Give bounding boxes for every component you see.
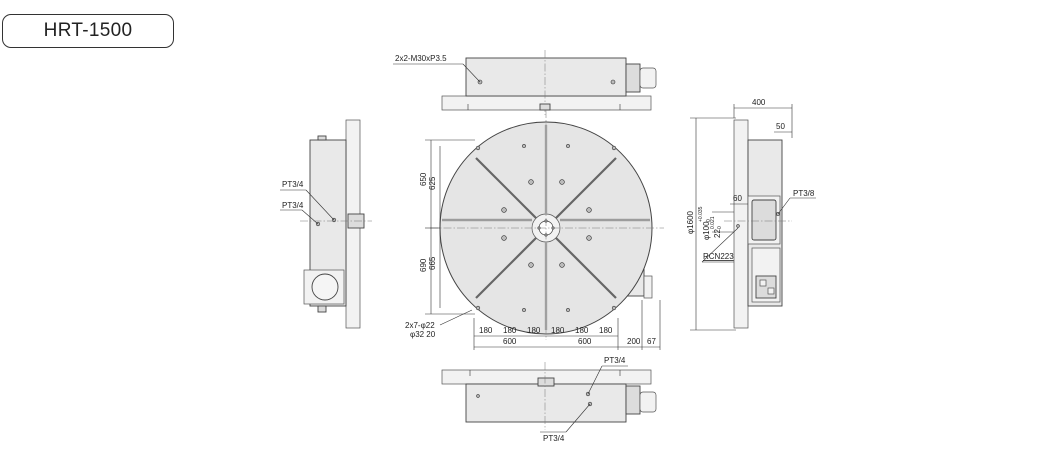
front-view: 650 625 690 665 180 180 180 180 180 180 … (405, 110, 664, 350)
dim-600-left: 600 (503, 337, 517, 346)
dim-650: 650 (419, 172, 428, 186)
right-port-label: PT3/8 (793, 189, 815, 198)
dim-key: 22 (713, 229, 722, 238)
dim-key-tol-low: 0 (717, 226, 723, 229)
model-title-badge: HRT-1500 (2, 14, 174, 48)
dim-600-right: 600 (578, 337, 592, 346)
left-port-lower-label: PT3/4 (282, 201, 304, 210)
svg-text:180: 180 (575, 326, 589, 335)
connector-label: RCN223 (703, 252, 734, 261)
dim-bore: φ100 (702, 221, 711, 240)
left-port-upper-label: PT3/4 (282, 180, 304, 189)
dim-400: 400 (752, 98, 766, 107)
right-side-dims: 400 50 60 φ1600 φ100 +0.035 0 22 0.021 0 (686, 98, 793, 331)
dim-key-tol: 0.021 (710, 216, 716, 229)
svg-text:180: 180 (527, 326, 541, 335)
left-side-view: PT3/4 PT3/4 (280, 119, 372, 329)
bottom-view: PT3/4 PT3/4 (441, 356, 657, 443)
top-view: 2x2-M30xP3.5 (393, 50, 657, 115)
svg-text:180: 180 (479, 326, 493, 335)
dim-625: 625 (428, 176, 437, 190)
model-title: HRT-1500 (43, 20, 133, 41)
svg-text:180: 180 (551, 326, 565, 335)
dim-665: 665 (428, 256, 437, 270)
front-vertical-dims: 650 625 690 665 (419, 139, 475, 315)
dim-bore-tol: +0.035 (698, 206, 704, 222)
dim-phi1600: φ1600 (686, 210, 695, 234)
dim-200: 200 (627, 337, 641, 346)
bottom-port-lower-label: PT3/4 (543, 434, 565, 443)
dim-50: 50 (776, 122, 785, 131)
top-thread-label: 2x2-M30xP3.5 (395, 54, 447, 63)
dim-67: 67 (647, 337, 656, 346)
right-side-view: 400 50 60 φ1600 φ100 +0.035 0 22 0.021 0… (686, 98, 816, 331)
table-holes (475, 144, 617, 312)
slot-counterbore-label: φ32 20 (410, 330, 436, 339)
front-bottom-dims: 180 180 180 180 180 180 600 600 200 67 (473, 300, 661, 350)
dim-bore-tol-low: 0 (706, 219, 712, 222)
svg-text:180: 180 (503, 326, 517, 335)
bottom-port-upper-label: PT3/4 (604, 356, 626, 365)
svg-text:180: 180 (599, 326, 613, 335)
slot-spec-label: 2x7-φ22 (405, 321, 435, 330)
dim-690: 690 (419, 258, 428, 272)
dim-60: 60 (733, 194, 742, 203)
t-slots (442, 125, 650, 330)
